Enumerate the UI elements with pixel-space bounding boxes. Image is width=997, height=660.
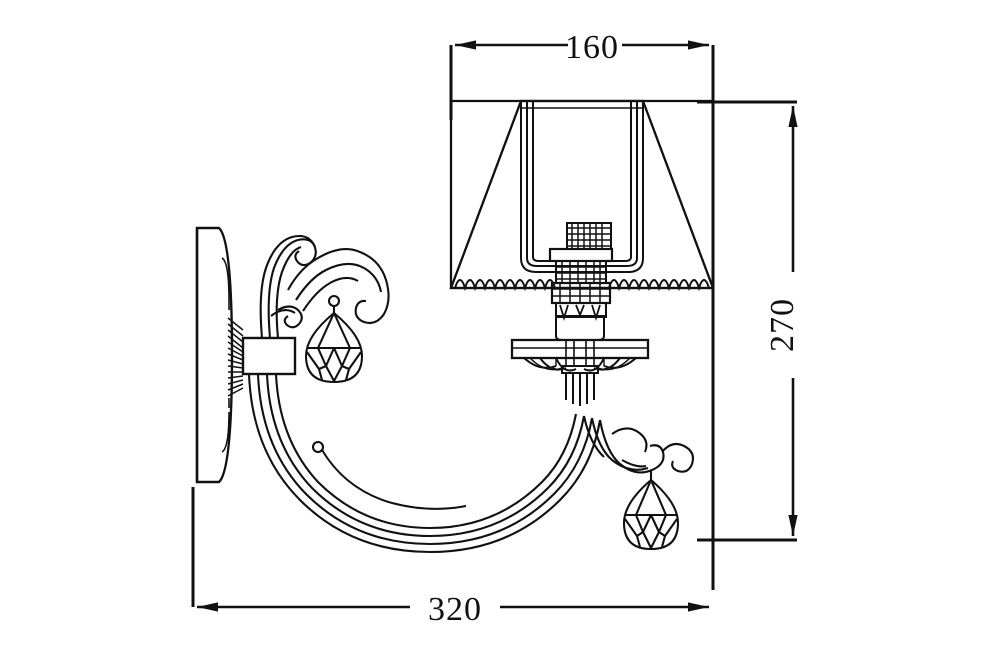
lamp-socket xyxy=(548,222,614,318)
sweeping-arm xyxy=(247,373,602,554)
mount-hatching xyxy=(227,317,244,397)
arm-accent-line xyxy=(311,440,467,510)
dimension-lines xyxy=(191,40,798,612)
dimension-label-160: 160 xyxy=(565,29,619,66)
dimension-label-270: 270 xyxy=(764,298,801,352)
dimension-label-320: 320 xyxy=(428,591,482,628)
mount-block xyxy=(241,336,297,376)
dimension-270 xyxy=(697,100,798,542)
bobeche-plate xyxy=(510,338,650,372)
shade-scallop-trim xyxy=(454,279,710,292)
fluted-column xyxy=(561,365,599,406)
lower-scroll xyxy=(582,415,695,474)
crystal-pendant-lower xyxy=(622,470,680,551)
dimension-320 xyxy=(191,487,709,612)
upper-scroll xyxy=(259,234,390,339)
lamp-drawing xyxy=(195,99,715,554)
crystal-pendant-upper xyxy=(304,294,364,384)
wall-plate xyxy=(195,226,297,484)
